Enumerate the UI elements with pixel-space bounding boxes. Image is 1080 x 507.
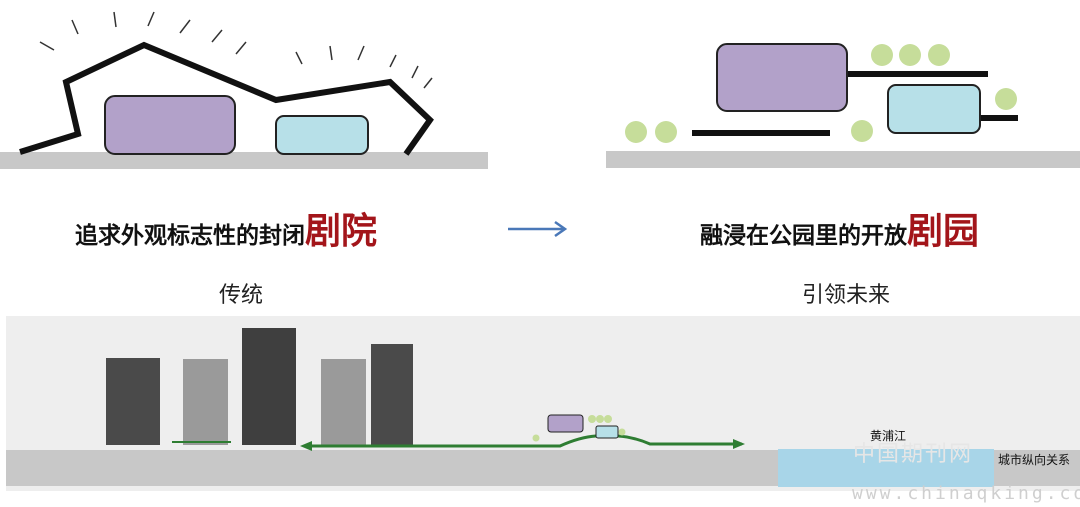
blue-volume-right — [887, 84, 981, 134]
caption-traditional-highlight: 剧院 — [305, 211, 378, 252]
building-2 — [183, 359, 228, 445]
building-4 — [321, 359, 366, 445]
park-trees — [625, 44, 1017, 143]
subcaption-traditional: 传统 — [219, 283, 264, 308]
watermark-site-name: 中国期刊网 — [853, 442, 974, 467]
building-5 — [371, 344, 413, 445]
caption-future-main: 融浸在公园里的开放 — [700, 223, 907, 249]
path-arrow-left — [300, 441, 312, 451]
radiating-rays — [39, 11, 433, 89]
watermark-url: www.chinaqking.com — [852, 483, 1080, 504]
blue-volume-left — [275, 115, 369, 155]
purple-volume-left — [104, 95, 236, 155]
building-3 — [242, 328, 296, 445]
enclosing-roof-line — [19, 41, 434, 156]
caption-future: 融浸在公园里的开放 剧园 — [700, 202, 979, 254]
caption-traditional: 追求外观标志性的封闭 剧院 — [75, 202, 377, 254]
ground-bar-right — [606, 151, 1080, 168]
subcaption-future: 引领未来 — [802, 283, 891, 308]
urban-section-diagram — [6, 316, 1080, 491]
relation-label: 城市纵向关系 — [998, 453, 1071, 467]
future-park-theatre-diagram — [606, 43, 1080, 168]
purple-volume-right — [716, 43, 848, 112]
caption-future-highlight: 剧园 — [907, 211, 980, 252]
path-arrow-right — [733, 439, 745, 449]
caption-traditional-main: 追求外观标志性的封闭 — [75, 223, 305, 249]
section-trees — [532, 415, 626, 442]
transition-arrow-icon — [508, 220, 568, 238]
ground-bar-left — [0, 152, 488, 169]
building-1 — [106, 358, 160, 445]
river-label: 黄浦江 — [870, 429, 907, 443]
traditional-theatre-diagram — [0, 11, 488, 169]
section-purple-volume — [547, 414, 584, 433]
river — [778, 449, 994, 487]
section-blue-volume — [595, 425, 619, 439]
